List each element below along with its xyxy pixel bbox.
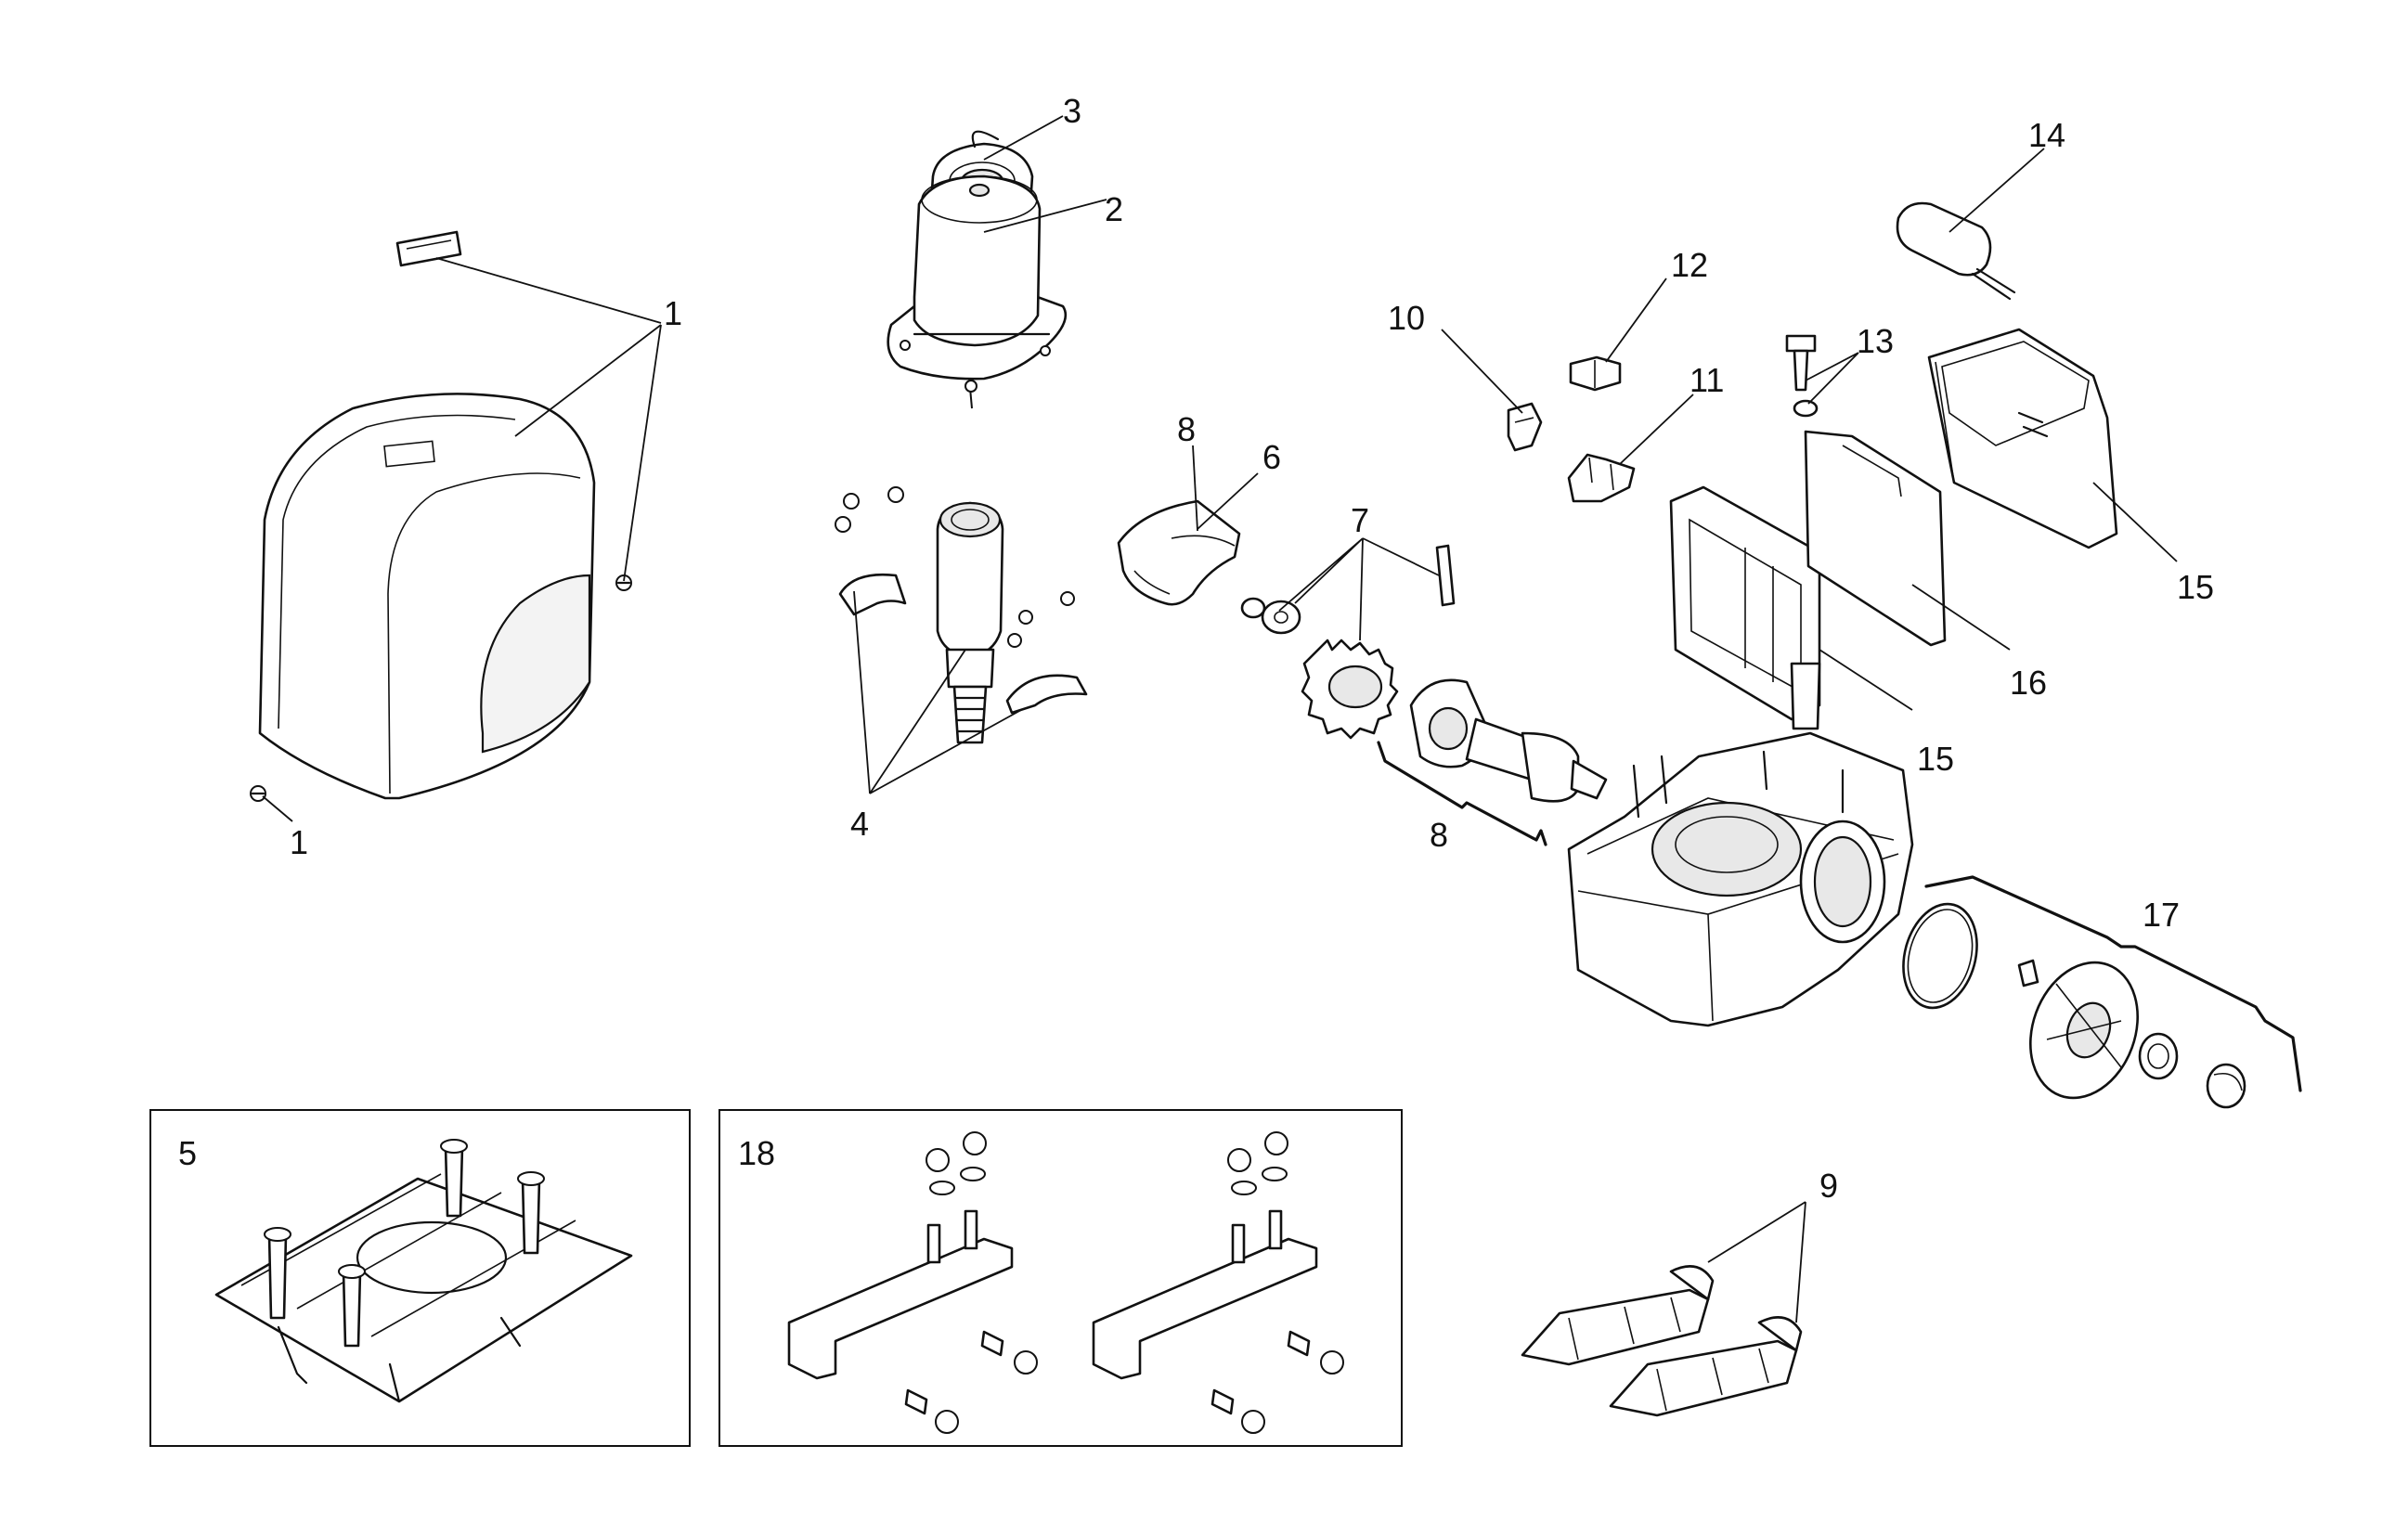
screw-13 (1785, 334, 1817, 392)
leader-lines (262, 115, 2178, 1323)
rack-bracket-right (1609, 1316, 1803, 1417)
callout-4: 4 (850, 805, 869, 843)
rotor-shaft (936, 501, 1004, 744)
callout-6: 6 (1262, 438, 1281, 476)
release-cap (2206, 1063, 2246, 1109)
rotor-screws (835, 486, 1075, 648)
output-shaft (1409, 678, 1608, 803)
capacitor (1896, 201, 2016, 301)
pcb-bracket (1669, 485, 1821, 730)
callout-labels: 1 1 2 3 4 5 6 7 8 8 9 10 11 12 13 14 15 … (178, 92, 2214, 1205)
washer-large (1261, 600, 1301, 635)
callout-2: 2 (1105, 190, 1123, 228)
callout-7: 7 (1351, 501, 1369, 539)
callout-1-top: 1 (664, 294, 682, 332)
callout-15-right: 15 (2177, 568, 2214, 606)
cover-screw-left (250, 785, 266, 802)
o-ring (1902, 902, 1978, 1010)
release-knob (2138, 1032, 2179, 1080)
callout-8-top: 8 (1177, 410, 1196, 448)
callout-16: 16 (2010, 664, 2047, 702)
box-5-frame (149, 1109, 691, 1447)
callout-8-bottom: 8 (1430, 816, 1448, 854)
cover-housing (258, 393, 596, 800)
callout-5: 5 (178, 1134, 197, 1172)
rack-mount-bracket-1 (787, 1209, 1014, 1380)
callout-1-bottom: 1 (290, 823, 308, 861)
mounting-studs (264, 1139, 545, 1348)
callout-14: 14 (2028, 116, 2065, 154)
washer-small (1240, 597, 1266, 619)
callout-10: 10 (1388, 299, 1425, 337)
limit-switch (1567, 453, 1636, 503)
drive-gear (1301, 639, 1399, 740)
rack-bracket-left (1521, 1265, 1715, 1366)
callout-15-lower: 15 (1917, 740, 1954, 778)
gearbox-base (1567, 731, 1914, 1027)
callout-17: 17 (2143, 896, 2180, 934)
release-break-line (1924, 875, 2302, 1092)
callout-11: 11 (1689, 361, 1724, 399)
washer-13 (1793, 399, 1819, 418)
switch-clip (1507, 402, 1543, 452)
motor (887, 174, 1068, 409)
callout-12: 12 (1671, 246, 1708, 284)
switch-block (1569, 355, 1622, 392)
circuit-board (1804, 430, 1947, 647)
callout-9: 9 (1819, 1167, 1838, 1205)
rack-mount-bracket-2 (1092, 1209, 1318, 1380)
half-ring-right (1005, 674, 1088, 715)
gear-pin (1435, 544, 1456, 607)
cover-label-plate (395, 230, 462, 267)
release-key-clip (2017, 959, 2039, 987)
gear-cover (1117, 499, 1241, 606)
shaft-break-line (1377, 741, 1547, 846)
control-box (1927, 328, 2118, 549)
half-ring-left (838, 573, 907, 616)
release-disc (2029, 961, 2139, 1100)
callout-18: 18 (738, 1134, 775, 1172)
callout-3: 3 (1063, 92, 1081, 130)
callout-13: 13 (1857, 322, 1894, 360)
rack-kit-nuts-washers (904, 1131, 1344, 1434)
box-18-frame (719, 1109, 1403, 1447)
